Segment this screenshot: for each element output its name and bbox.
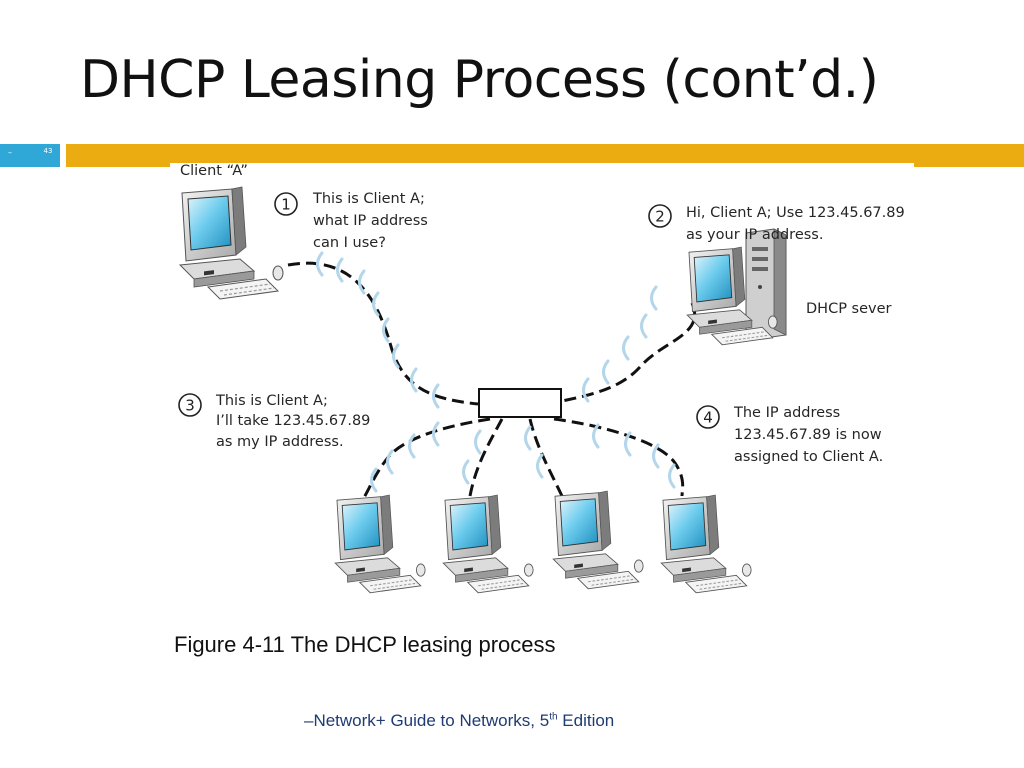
step-4-callout: 4 The IP address 123.45.67.89 is now ass… — [696, 405, 883, 465]
step-3-callout: 3 This is Client A; I’ll take 123.45.67.… — [178, 393, 370, 450]
step-3-line-3: as my IP address. — [216, 434, 344, 450]
step-4-number: 4 — [703, 409, 713, 427]
step-4-line-3: assigned to Client A. — [734, 449, 883, 465]
step-1-line-2: what IP address — [313, 213, 428, 229]
step-2-number-icon — [648, 204, 672, 228]
workstation-icon — [334, 494, 426, 594]
step-3-number-icon — [178, 393, 202, 417]
step-3-number: 3 — [185, 397, 195, 415]
slide-dash: – — [8, 148, 12, 157]
step-1-callout: 1 This is Client A; what IP address can … — [274, 191, 428, 251]
workstation-icon — [442, 494, 534, 594]
step-1-number: 1 — [281, 196, 291, 214]
step-4-number-icon — [696, 405, 720, 429]
step-2-line-2: as your IP address. — [686, 227, 823, 243]
step-1-line-1: This is Client A; — [312, 191, 425, 207]
dhcp-server-icon — [686, 228, 787, 346]
step-3-line-2: I’ll take 123.45.67.89 — [216, 413, 370, 429]
footer-suffix: Edition — [557, 711, 615, 730]
step-2-callout: 2 Hi, Client A; Use 123.45.67.89 as your… — [648, 204, 905, 243]
dhcp-diagram: Client “A” DHCP sever — [170, 163, 914, 603]
step-3-line-1: This is Client A; — [215, 393, 328, 409]
workstation-icon — [552, 490, 644, 590]
network-hub — [478, 388, 562, 418]
step-1-number-icon — [274, 192, 298, 216]
footer-superscript: th — [549, 711, 558, 723]
client-a-label: Client “A” — [180, 163, 248, 179]
step-2-line-1: Hi, Client A; Use 123.45.67.89 — [686, 205, 905, 221]
step-4-line-2: 123.45.67.89 is now — [734, 427, 882, 443]
step-1-line-3: can I use? — [313, 235, 386, 251]
step-2-number: 2 — [655, 208, 665, 226]
slide-title: DHCP Leasing Process (cont’d.) — [80, 50, 879, 110]
network-cables — [287, 261, 696, 502]
signal-waves — [316, 251, 676, 493]
accent-bar — [66, 144, 1024, 167]
workstation-icon — [660, 494, 752, 594]
step-4-line-1: The IP address — [733, 405, 840, 421]
figure-caption: Figure 4-11 The DHCP leasing process — [174, 632, 556, 657]
client-a-computer-icon — [179, 186, 284, 300]
footer-citation: –Network+ Guide to Networks, 5th Edition — [304, 711, 614, 731]
slide-number-box: – 43 — [0, 144, 60, 167]
dhcp-server-label: DHCP sever — [806, 301, 892, 317]
footer-prefix: –Network+ Guide to Networks, 5 — [304, 711, 550, 730]
slide-number: 43 — [43, 147, 53, 155]
